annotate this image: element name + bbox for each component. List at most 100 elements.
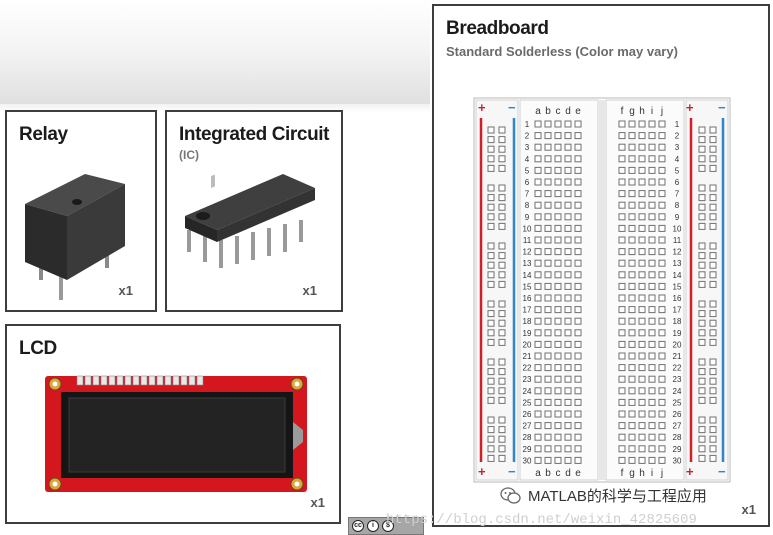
- row-number-left: 16: [523, 294, 532, 303]
- breadboard-hole: [638, 317, 646, 325]
- breadboard-hole: [658, 340, 666, 348]
- breadboard-hole: [487, 416, 495, 424]
- breadboard-hole: [638, 422, 646, 430]
- breadboard-hole: [658, 352, 666, 360]
- breadboard-hole: [618, 352, 626, 360]
- breadboard-hole: [544, 294, 552, 302]
- row-number-right: 22: [673, 364, 682, 373]
- breadboard-hole: [648, 155, 656, 163]
- column-label-top: f: [621, 106, 624, 117]
- breadboard-hole: [658, 271, 666, 279]
- breadboard-hole: [658, 387, 666, 395]
- breadboard-hole: [658, 433, 666, 441]
- breadboard-hole: [544, 340, 552, 348]
- breadboard-hole: [544, 445, 552, 453]
- breadboard-hole: [618, 178, 626, 186]
- breadboard-hole: [709, 145, 717, 153]
- background-gradient: [0, 0, 430, 110]
- breadboard-hole: [544, 155, 552, 163]
- breadboard-hole: [498, 126, 506, 134]
- breadboard-hole: [574, 143, 582, 151]
- blog-watermark: https://blog.csdn.net/weixin_42825609: [386, 512, 697, 528]
- breadboard-hole: [544, 190, 552, 198]
- breadboard-hole: [638, 352, 646, 360]
- breadboard-hole: [638, 271, 646, 279]
- breadboard-hole: [709, 126, 717, 134]
- breadboard-hole: [487, 300, 495, 308]
- breadboard-hole: [487, 280, 495, 288]
- breadboard-hole: [618, 456, 626, 464]
- breadboard-hole: [658, 166, 666, 174]
- breadboard-hole: [709, 184, 717, 192]
- breadboard-hole: [638, 143, 646, 151]
- breadboard-hole: [709, 445, 717, 453]
- breadboard-hole: [648, 224, 656, 232]
- breadboard-hole: [534, 213, 542, 221]
- breadboard-hole: [628, 329, 636, 337]
- breadboard-hole: [628, 201, 636, 209]
- breadboard-hole: [658, 132, 666, 140]
- breadboard-hole: [544, 166, 552, 174]
- rail-minus-top-left: −: [508, 100, 516, 115]
- breadboard-hole: [658, 248, 666, 256]
- ic-image: [185, 174, 315, 268]
- breadboard-hole: [498, 396, 506, 404]
- wechat-icon: [500, 486, 521, 504]
- breadboard-hole: [628, 294, 636, 302]
- breadboard-hole: [574, 364, 582, 372]
- row-number-right: 7: [675, 190, 680, 199]
- lcd-title: LCD: [19, 338, 57, 359]
- breadboard-hole: [554, 271, 562, 279]
- breadboard-hole: [709, 426, 717, 434]
- wechat-account-name: MATLAB的科学与工程应用: [528, 488, 707, 505]
- row-number-right: 18: [673, 317, 682, 326]
- breadboard-hole: [698, 271, 706, 279]
- column-label-bottom: f: [621, 468, 624, 479]
- breadboard-hole: [574, 317, 582, 325]
- breadboard-hole: [658, 259, 666, 267]
- breadboard-hole: [498, 319, 506, 327]
- breadboard-hole: [648, 364, 656, 372]
- breadboard-hole: [648, 329, 656, 337]
- breadboard-hole: [544, 422, 552, 430]
- breadboard-hole: [698, 252, 706, 260]
- breadboard-hole: [487, 445, 495, 453]
- breadboard-hole: [709, 329, 717, 337]
- breadboard-hole: [534, 155, 542, 163]
- row-number-right: 17: [673, 306, 682, 315]
- row-number-left: 2: [525, 132, 530, 141]
- breadboard-hole: [564, 213, 572, 221]
- breadboard-hole: [658, 294, 666, 302]
- breadboard-hole: [658, 422, 666, 430]
- breadboard-hole: [574, 306, 582, 314]
- breadboard-hole: [498, 280, 506, 288]
- breadboard-hole: [554, 259, 562, 267]
- breadboard-hole: [487, 213, 495, 221]
- breadboard-hole: [618, 213, 626, 221]
- breadboard-hole: [618, 317, 626, 325]
- row-number-right: 6: [675, 178, 680, 187]
- breadboard-hole: [564, 236, 572, 244]
- breadboard-hole: [648, 213, 656, 221]
- breadboard-hole: [709, 300, 717, 308]
- breadboard-hole: [498, 145, 506, 153]
- breadboard-hole: [564, 259, 572, 267]
- breadboard-hole: [487, 145, 495, 153]
- row-number-right: 23: [673, 375, 682, 384]
- breadboard-hole: [544, 120, 552, 128]
- breadboard-hole: [709, 155, 717, 163]
- breadboard-hole: [658, 190, 666, 198]
- row-number-right: 30: [673, 456, 682, 465]
- breadboard-hole: [554, 387, 562, 395]
- breadboard-hole: [628, 375, 636, 383]
- breadboard-hole: [564, 422, 572, 430]
- breadboard-hole: [554, 213, 562, 221]
- breadboard-hole: [638, 190, 646, 198]
- breadboard-hole: [487, 329, 495, 337]
- breadboard-hole: [638, 329, 646, 337]
- breadboard-hole: [498, 445, 506, 453]
- breadboard-hole: [554, 166, 562, 174]
- breadboard-hole: [534, 236, 542, 244]
- breadboard-hole: [554, 282, 562, 290]
- breadboard-hole: [709, 358, 717, 366]
